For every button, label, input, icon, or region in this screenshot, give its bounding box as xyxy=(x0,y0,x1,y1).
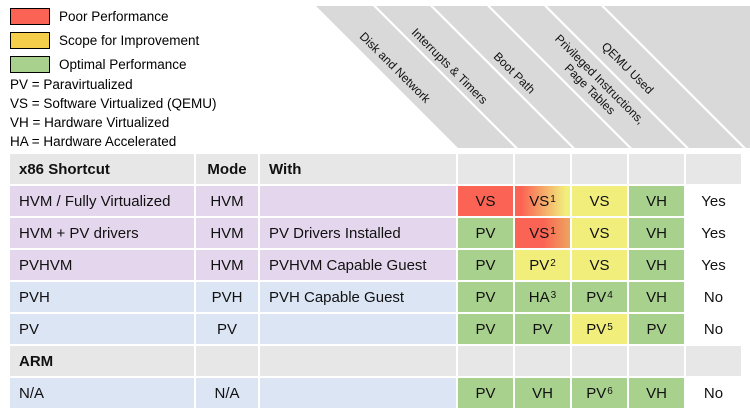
footnote-marker: 3 xyxy=(550,289,557,301)
shortcut-cell: HVM / Fully Virtualized xyxy=(10,186,194,216)
section-label-cell: ARM xyxy=(10,346,194,376)
perf-cell: VH xyxy=(629,186,684,216)
with-cell xyxy=(260,186,456,216)
legend-swatch xyxy=(10,8,50,25)
diagonal-header-area: Disk and Network Interrupts & Timers Boo… xyxy=(0,0,750,151)
with-cell xyxy=(260,378,456,408)
perf-cell: PV xyxy=(458,314,513,344)
legend-swatch xyxy=(10,32,50,49)
perf-cell: VS xyxy=(572,218,627,248)
perf-cell: VS xyxy=(572,186,627,216)
footnote-marker: 2 xyxy=(550,257,556,269)
with-cell: PV Drivers Installed xyxy=(260,218,456,248)
abbreviation-list: PV = Paravirtualized VS = Software Virtua… xyxy=(10,75,216,151)
perf-cell: VH xyxy=(629,250,684,280)
perf-cell: VS1 xyxy=(515,186,570,216)
shortcut-cell: PVH xyxy=(10,282,194,312)
qemu-used-cell: Yes xyxy=(701,192,726,210)
section-spacer xyxy=(196,346,258,376)
legend-swatch xyxy=(10,56,50,73)
footnote-marker: 4 xyxy=(607,289,613,301)
col-header-mode: Mode xyxy=(196,154,258,184)
mode-cell: N/A xyxy=(196,378,258,408)
qemu-used-cell: No xyxy=(703,320,724,338)
col-header-spacer xyxy=(458,154,513,184)
legend-label: Poor Performance xyxy=(59,9,169,24)
shortcut-cell: PVHVM xyxy=(10,250,194,280)
col-header-spacer xyxy=(572,154,627,184)
abbreviation-item: VS = Software Virtualized (QEMU) xyxy=(10,96,217,111)
section-row: ARM xyxy=(10,346,741,376)
mode-cell: PV xyxy=(196,314,258,344)
with-cell xyxy=(260,314,456,344)
shortcut-cell: N/A xyxy=(10,378,194,408)
perf-cell: VS xyxy=(458,186,513,216)
perf-cell: PV xyxy=(458,250,513,280)
abbreviation-item: PV = Paravirtualized xyxy=(10,77,133,92)
legend-label: Optimal Performance xyxy=(59,57,187,72)
perf-cell: VH xyxy=(629,282,684,312)
col-header-spacer xyxy=(686,154,741,184)
perf-cell: PV xyxy=(458,218,513,248)
perf-cell: VH xyxy=(629,218,684,248)
perf-cell: PV xyxy=(515,314,570,344)
abbreviation-item: HA = Hardware Accelerated xyxy=(10,134,177,149)
perf-cell: PV xyxy=(458,378,513,408)
col-header-spacer xyxy=(629,154,684,184)
section-spacer xyxy=(572,346,627,376)
perf-cell: PV2 xyxy=(515,250,570,280)
perf-cell: VH xyxy=(515,378,570,408)
with-cell: PVHVM Capable Guest xyxy=(260,250,456,280)
qemu-used-cell: Yes xyxy=(701,224,726,242)
qemu-used-cell: No xyxy=(703,288,724,306)
mode-cell: HVM xyxy=(196,186,258,216)
perf-cell: VS xyxy=(572,250,627,280)
perf-cell: PV6 xyxy=(572,378,627,408)
perf-cell: PV4 xyxy=(572,282,627,312)
qemu-used-cell: Yes xyxy=(701,256,726,274)
footnote-marker: 1 xyxy=(550,193,556,205)
mode-cell: HVM xyxy=(196,218,258,248)
with-cell: PVH Capable Guest xyxy=(260,282,456,312)
mode-cell: HVM xyxy=(196,250,258,280)
perf-cell: PV xyxy=(458,282,513,312)
legend-item: Poor Performance xyxy=(10,8,199,25)
perf-cell: VS1 xyxy=(515,218,570,248)
col-header-shortcut: x86 Shortcut xyxy=(10,154,194,184)
footnote-marker: 6 xyxy=(607,385,613,397)
legend-item: Scope for Improvement xyxy=(10,32,199,49)
perf-cell: PV5 xyxy=(572,314,627,344)
legend-item: Optimal Performance xyxy=(10,56,199,73)
section-spacer xyxy=(458,346,513,376)
col-header-spacer xyxy=(515,154,570,184)
shortcut-cell: HVM + PV drivers xyxy=(10,218,194,248)
abbreviation-item: VH = Hardware Virtualized xyxy=(10,115,170,130)
shortcut-cell: PV xyxy=(10,314,194,344)
footnote-marker: 1 xyxy=(550,225,556,237)
perf-cell: PV xyxy=(629,314,684,344)
legend-label: Scope for Improvement xyxy=(59,33,200,48)
section-spacer xyxy=(515,346,570,376)
footnote-marker: 5 xyxy=(607,321,613,333)
qemu-used-cell: No xyxy=(703,384,724,402)
perf-cell: VH xyxy=(629,378,684,408)
section-spacer xyxy=(629,346,684,376)
mode-cell: PVH xyxy=(196,282,258,312)
section-spacer xyxy=(686,346,741,376)
perf-cell: HA3 xyxy=(515,282,570,312)
section-spacer xyxy=(260,346,456,376)
col-header-with: With xyxy=(260,154,456,184)
